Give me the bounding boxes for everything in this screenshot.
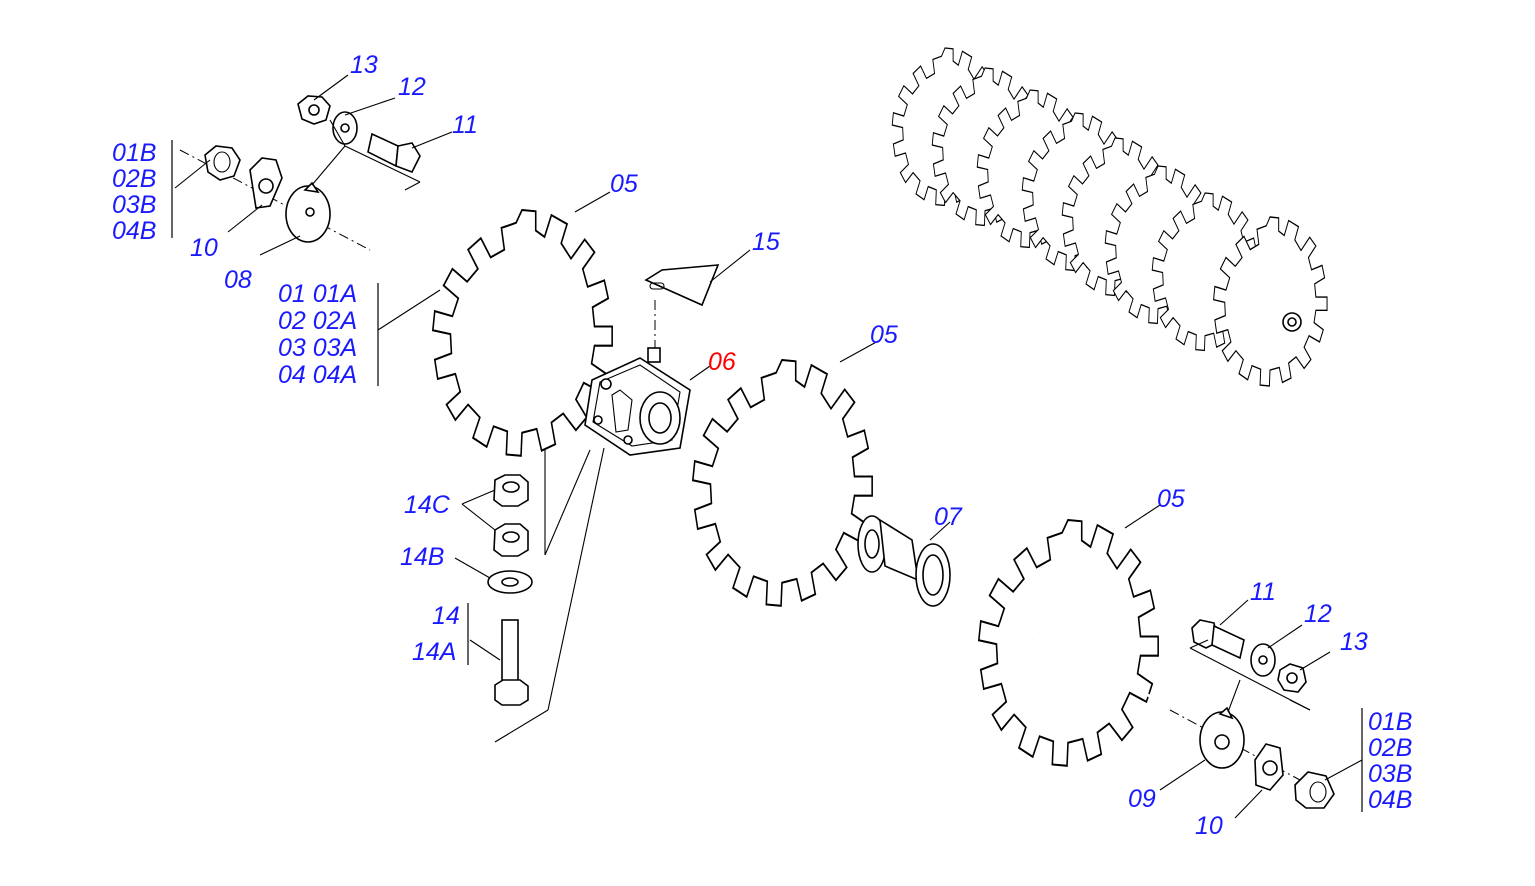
label-shaft-4: 04 04A	[278, 361, 357, 389]
hanger-hardware	[487, 474, 533, 706]
label-axle-nut-right-1: 01B	[1368, 708, 1412, 736]
label-axle-nut-left-1: 01B	[112, 139, 156, 167]
label-shaft-3: 03 03A	[278, 334, 357, 362]
label-end-plate-left: 08	[224, 266, 252, 294]
warning-tag	[644, 264, 720, 348]
label-lock-plate-left: 10	[190, 234, 218, 262]
label-disc-left: 05	[610, 170, 638, 198]
hanger-leader-lines	[494, 447, 605, 743]
label-nut-bottom: 13	[1340, 628, 1368, 656]
label-axle-nut-left-2: 02B	[112, 165, 156, 193]
label-axle-nut-right-4: 04B	[1368, 786, 1412, 814]
label-axle-nut-right-3: 03B	[1368, 760, 1412, 788]
label-bolt-top: 11	[452, 111, 478, 139]
label-disc-right: 05	[1157, 485, 1185, 513]
label-hanger-bolt-2: 14A	[412, 638, 456, 666]
upper-left-hardware	[204, 95, 421, 243]
spacer-spool	[857, 515, 951, 607]
label-bearing-housing: 06	[708, 348, 736, 376]
label-bolt-bottom: 11	[1250, 578, 1276, 606]
label-washer-top: 12	[398, 73, 426, 101]
label-hanger-bolt-1: 14	[432, 602, 460, 630]
label-disc-middle: 05	[870, 321, 898, 349]
label-hanger-washer: 14B	[400, 543, 444, 571]
label-hanger-nuts: 14C	[404, 491, 451, 519]
label-shaft-1: 01 01A	[278, 280, 357, 308]
leader-lines	[171, 74, 1363, 819]
disc-right	[977, 518, 1160, 767]
label-end-plate-right: 09	[1128, 785, 1156, 813]
callout-labels: 13 12 11 01B 02B 03B 04B 10 08 01 01A 02…	[112, 51, 1412, 840]
label-spacer: 07	[934, 503, 963, 531]
label-lock-plate-right: 10	[1195, 812, 1223, 840]
lower-right-hardware	[1189, 619, 1335, 809]
label-axle-nut-right-2: 02B	[1368, 734, 1412, 762]
label-washer-bottom: 12	[1304, 600, 1332, 628]
label-axle-nut-left-3: 03B	[112, 191, 156, 219]
label-axle-nut-left-4: 04B	[112, 217, 156, 245]
bearing-housing	[584, 347, 691, 456]
label-nut-top: 13	[350, 51, 378, 79]
disc-gang-inset	[891, 47, 1328, 387]
label-shaft-2: 02 02A	[278, 307, 357, 335]
label-tag: 15	[752, 228, 780, 256]
